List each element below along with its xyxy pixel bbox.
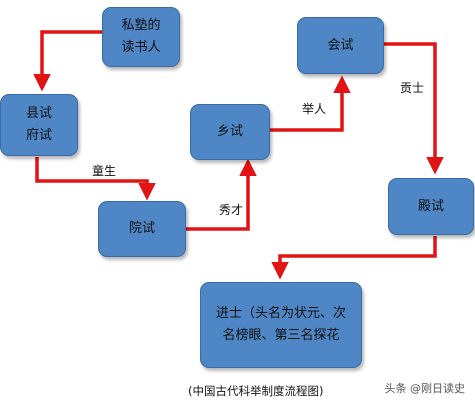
edge-label-xiucai: 秀才	[219, 203, 244, 217]
node-yuanshi-label: 院试	[128, 221, 155, 236]
node-dianshi-exam: 殿试	[388, 178, 474, 235]
node-sishu-line-2: 读书人	[121, 40, 161, 55]
node-jinshi-line-1: 进士（头名为状元、次	[215, 306, 346, 321]
node-county-prefecture-exam: 县试 府试	[0, 94, 78, 156]
node-yuanshi-exam: 院试	[98, 201, 186, 257]
arrow-huishi-to-dianshi	[384, 42, 444, 175]
node-huishi-label: 会试	[327, 37, 354, 53]
node-jinshi-result: 进士（头名为状元、次 名榜眼、第三名探花	[200, 282, 362, 368]
node-dianshi-label: 殿试	[417, 198, 444, 214]
diagram-caption: (中国古代科举制度流程图)	[188, 384, 324, 398]
edge-label-tongsheng: 童生	[92, 164, 117, 178]
arrow-sishu-to-xianshi	[33, 30, 102, 92]
node-xiangshi-label: 乡试	[216, 124, 243, 139]
arrow-xiangshi-to-huishi	[270, 75, 351, 132]
edge-label-gongshi: 贡士	[400, 81, 425, 95]
arrow-dianshi-to-jinshi	[271, 236, 437, 280]
arrow-xianshi-to-yuanshi	[35, 157, 156, 201]
node-xiangshi-exam: 乡试	[190, 104, 270, 160]
node-sishu-scholar: 私塾的 读书人	[102, 7, 180, 67]
node-sishu-line-1: 私塾的	[121, 18, 161, 33]
node-huishi-exam: 会试	[297, 17, 384, 74]
node-jinshi-line-2: 名榜眼、第三名探花	[222, 328, 340, 343]
node-xianshi-line-1: 县试	[25, 106, 52, 121]
watermark-text: 头条 @刚日读史	[384, 382, 466, 395]
node-xianshi-line-2: 府试	[25, 128, 52, 143]
arrow-yuanshi-to-xiangshi	[185, 158, 257, 231]
edge-label-juren: 举人	[302, 102, 327, 116]
